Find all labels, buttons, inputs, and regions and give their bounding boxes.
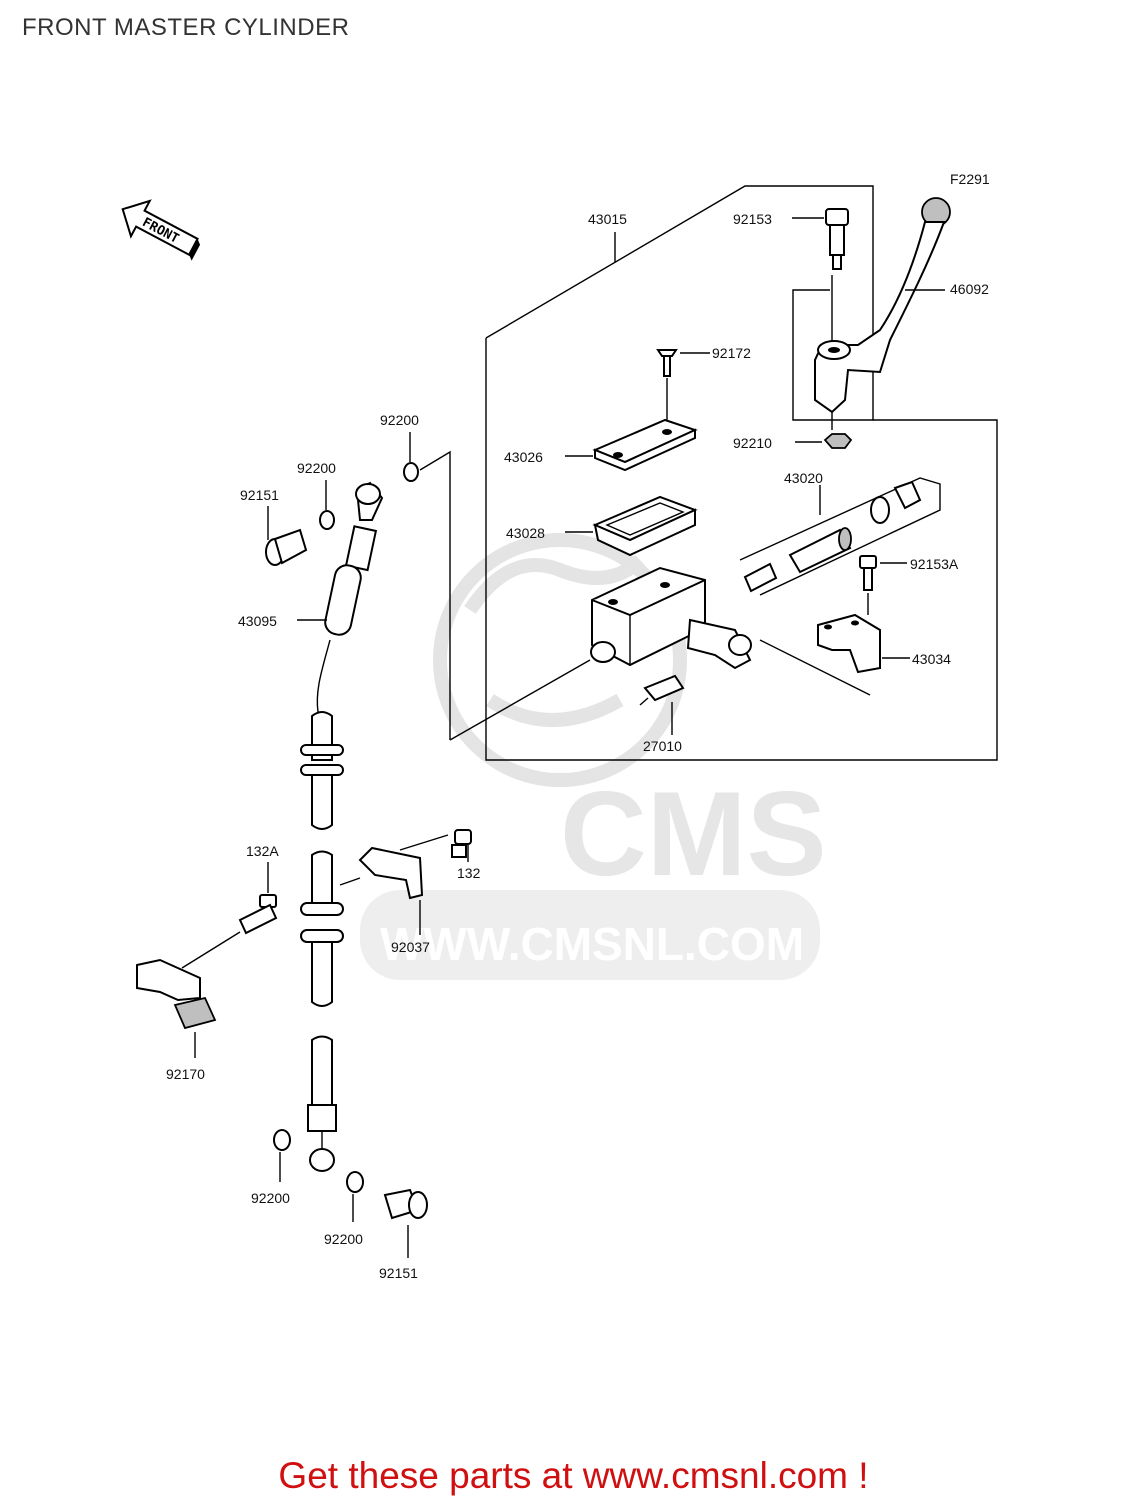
piston-kit-43020 [739, 477, 941, 596]
assembly-outline [485, 185, 998, 761]
label-43015: 43015 [588, 211, 627, 227]
label-92210: 92210 [733, 435, 772, 451]
label-92151-b: 92151 [379, 1265, 418, 1281]
washer-92200-bottom-right [346, 1171, 364, 1193]
pipe-clamp-92037 [358, 846, 424, 900]
label-92153: 92153 [733, 211, 772, 227]
banjo-bolt-92151-top [265, 528, 308, 566]
watermark-brand: CMS [560, 767, 827, 901]
cap-screw-92172 [656, 349, 678, 377]
label-43095: 43095 [238, 613, 277, 629]
label-43034: 43034 [912, 651, 951, 667]
footer-link[interactable]: Get these parts at www.cmsnl.com ! [278, 1455, 869, 1496]
bolt-132 [451, 829, 472, 858]
holder-clamp-43034 [817, 613, 881, 674]
brake-switch-27010 [639, 674, 685, 706]
label-92037: 92037 [391, 939, 430, 955]
brake-pipe [300, 711, 344, 1172]
label-92200-d: 92200 [324, 1231, 363, 1247]
bolt-132A [238, 894, 278, 935]
label-46092: 46092 [950, 281, 989, 297]
washer-92200-bottom-left [273, 1129, 291, 1151]
brake-lever-46092 [814, 197, 951, 414]
page-title: FRONT MASTER CYLINDER [22, 14, 350, 41]
lever-nut-92210 [823, 433, 853, 449]
label-132: 132 [457, 865, 481, 881]
clamp-bolt-92153A [859, 555, 877, 591]
label-43020: 43020 [784, 470, 823, 486]
diaphragm-43028 [592, 495, 698, 557]
banjo-bolt-92151-bottom [383, 1188, 428, 1220]
washer-92200-top-right [403, 462, 419, 482]
label-43028: 43028 [506, 525, 545, 541]
watermark-logo: CMS WWW.CMSNL.COM [360, 533, 827, 980]
label-132A: 132A [246, 843, 279, 859]
label-92153A: 92153A [910, 556, 959, 572]
label-92170: 92170 [166, 1066, 205, 1082]
master-cylinder-body [590, 566, 752, 670]
pivot-bolt-92153 [825, 208, 849, 270]
brake-hose-43095 [316, 481, 384, 713]
reservoir-cap-43026 [592, 418, 698, 472]
label-92200-a: 92200 [380, 412, 419, 428]
front-arrow-icon: FRONT [121, 199, 201, 261]
label-92200-b: 92200 [297, 460, 336, 476]
label-92151-a: 92151 [240, 487, 279, 503]
label-92200-c: 92200 [251, 1190, 290, 1206]
label-43026: 43026 [504, 449, 543, 465]
label-27010: 27010 [643, 738, 682, 754]
hose-clamp-92170 [136, 958, 217, 1030]
watermark-url: WWW.CMSNL.COM [380, 918, 804, 970]
label-92172: 92172 [712, 345, 751, 361]
washer-92200-top-left [319, 510, 335, 530]
diagram-code: F2291 [950, 171, 990, 187]
